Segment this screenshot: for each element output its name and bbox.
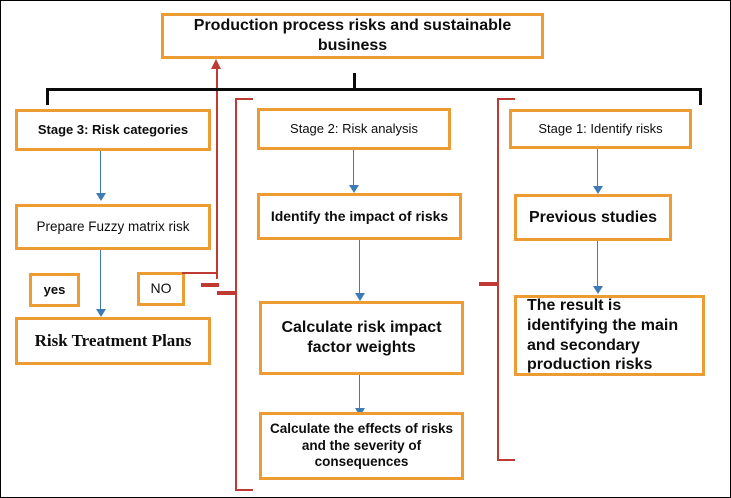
stage3-header-label: Stage 3: Risk categories [37, 122, 189, 138]
stage3-arrow-2-head [96, 309, 106, 317]
stage1-bracket-vertical [497, 98, 499, 461]
stage1-bracket-bottom [497, 459, 515, 461]
red-feedback-from-no-top [182, 272, 218, 274]
stage2-header-label: Stage 2: Risk analysis [290, 121, 418, 137]
stage3-outcome-label: Risk Treatment Plans [34, 330, 192, 350]
stage1-step2-label: The result is identifying the main and s… [527, 297, 679, 374]
stage3-arrow-1-head [96, 193, 106, 201]
stage2-arrow-3-stem [359, 375, 360, 411]
stage3-header-box: Stage 3: Risk categories [15, 109, 211, 151]
stage2-step3-box: Calculate the effects of risks and the s… [259, 412, 464, 480]
stage1-arrow-2-head [593, 286, 603, 294]
red-arrow-stem-to-title [216, 67, 218, 279]
stage3-no-label: NO [150, 280, 172, 297]
stage3-no-box: NO [137, 272, 185, 306]
red-feedback-tick [201, 283, 219, 287]
title-box: Production process risks and sustainable… [161, 13, 544, 59]
stage3-yes-label: yes [43, 282, 66, 298]
stage2-step3-label: Calculate the effects of risks and the s… [269, 421, 454, 470]
stage3-step1-label: Prepare Fuzzy matrix risk [36, 218, 190, 234]
scope-brace-center-tick [353, 73, 356, 89]
stage1-header-box: Stage 1: Identify risks [509, 109, 692, 149]
stage2-step1-box: Identify the impact of risks [257, 193, 462, 240]
stage2-arrow-1-stem [353, 150, 354, 188]
stage1-header-label: Stage 1: Identify risks [538, 121, 663, 137]
red-arrow-head-to-title [211, 59, 221, 69]
scope-brace-left-end [46, 88, 49, 105]
stage1-arrow-1-stem [597, 149, 598, 189]
stage2-arrow-1-head [349, 185, 359, 193]
stage2-bracket-bottom [235, 489, 253, 491]
scope-brace-horizontal [46, 88, 702, 91]
stage3-outcome-box: Risk Treatment Plans [15, 317, 211, 365]
stage2-step2-box: Calculate risk impact factor weights [259, 301, 464, 375]
stage1-bracket-top [497, 98, 515, 100]
stage2-bracket-top [235, 98, 253, 100]
stage1-bracket-mid-tick [479, 282, 499, 286]
stage2-arrow-2-stem [359, 240, 360, 296]
stage2-arrow-2-head [355, 293, 365, 301]
stage1-step1-box: Previous studies [514, 194, 672, 241]
stage3-step1-box: Prepare Fuzzy matrix risk [15, 204, 211, 250]
scope-brace-right-end [699, 88, 702, 105]
stage1-step2-box: The result is identifying the main and s… [514, 295, 705, 376]
stage2-header-box: Stage 2: Risk analysis [257, 108, 451, 150]
stage3-yes-box: yes [29, 273, 80, 307]
stage2-step1-label: Identify the impact of risks [270, 207, 449, 224]
stage2-bracket-mid-tick [217, 291, 237, 295]
stage1-step1-label: Previous studies [528, 208, 658, 226]
stage1-arrow-1-head [593, 186, 603, 194]
stage3-arrow-2-stem [100, 250, 101, 312]
stage1-arrow-2-stem [597, 241, 598, 289]
stage3-arrow-1-stem [100, 151, 101, 195]
stage2-step2-label: Calculate risk impact factor weights [281, 319, 442, 356]
title-box-label: Production process risks and sustainable… [193, 17, 512, 54]
